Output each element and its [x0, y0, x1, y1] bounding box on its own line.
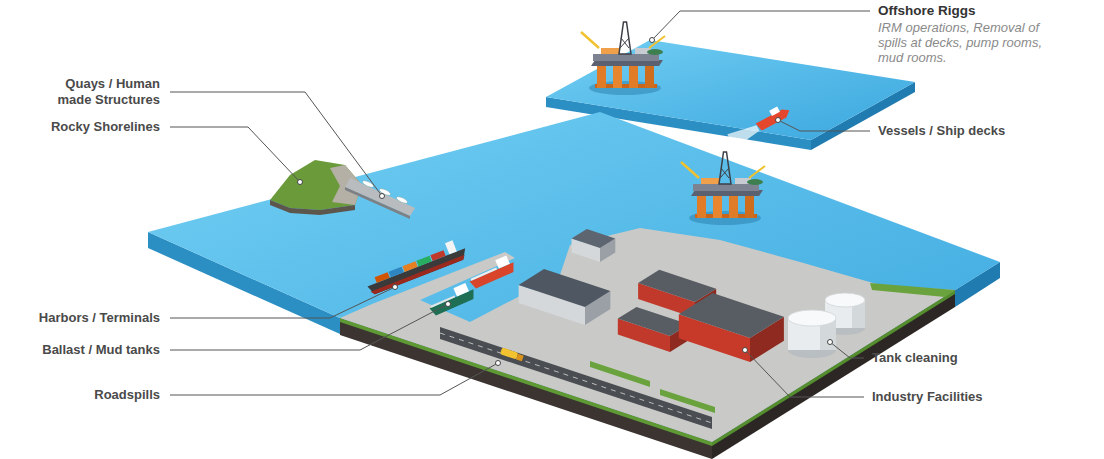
- roof: [572, 229, 616, 248]
- leader-dot: [776, 118, 781, 123]
- island-side: [270, 200, 355, 215]
- tanker-truck: [500, 347, 524, 361]
- callout-label: Ballast / Mud tanks: [42, 342, 160, 358]
- leader-line: [170, 363, 498, 395]
- ship-deck: [471, 268, 497, 281]
- leader-dot: [743, 348, 748, 353]
- callout-label: Rocky Shorelines: [51, 119, 160, 135]
- ship-wake: [727, 120, 761, 148]
- harbor-land: [340, 228, 955, 442]
- ship-deck: [431, 295, 456, 307]
- container: [416, 256, 431, 267]
- roof: [638, 270, 716, 302]
- truck-tank: [500, 347, 518, 359]
- leader-line: [745, 350, 864, 397]
- roof: [679, 293, 784, 338]
- oil-rig: [581, 22, 665, 95]
- ship-bridge: [495, 256, 510, 269]
- leader-line: [170, 287, 395, 318]
- callout-label: Harbors / Terminals: [39, 310, 160, 326]
- small-boat: [396, 195, 409, 204]
- leader-line: [170, 304, 448, 350]
- truck-cab: [516, 354, 524, 362]
- roof: [519, 269, 611, 307]
- container: [389, 267, 404, 278]
- ship-hull-band: [371, 255, 466, 296]
- warehouse-grey-small: [572, 229, 616, 262]
- leader-line: [652, 11, 870, 40]
- leader-dot: [496, 361, 501, 366]
- quay-side: [345, 187, 410, 219]
- oil-rig: [681, 152, 765, 225]
- leader-line: [778, 120, 870, 131]
- ship-hull: [470, 262, 518, 290]
- ship-bridge: [445, 240, 457, 254]
- quay: [345, 178, 415, 216]
- container: [430, 250, 445, 261]
- leader-dots: [298, 38, 833, 366]
- small-boat: [362, 179, 375, 188]
- leader-dot: [380, 194, 385, 199]
- ship-hull: [430, 289, 478, 317]
- callout-label: Quays / Human made Structures: [48, 76, 160, 107]
- callout-label: Vessels / Ship decks: [878, 123, 1005, 139]
- leader-line: [170, 92, 382, 196]
- ship-cabin: [769, 106, 780, 116]
- industry-building: [618, 307, 689, 352]
- roof: [618, 307, 689, 336]
- callout-label: Industry Facilities: [872, 389, 983, 405]
- industry-building-large: [679, 293, 784, 362]
- leader-line: [170, 127, 300, 182]
- harbor-water: [148, 112, 1000, 442]
- leader-line: [830, 342, 864, 358]
- ship-hull: [756, 107, 792, 132]
- vessel: [727, 102, 793, 148]
- container: [375, 272, 390, 283]
- callout-label: Offshore Riggs: [878, 3, 976, 19]
- leader-dot: [446, 302, 451, 307]
- tank-top: [788, 310, 836, 326]
- supply-ship: [466, 254, 517, 290]
- storage-tank: [788, 310, 836, 358]
- ship-bridge: [453, 283, 469, 296]
- tank-top: [825, 293, 865, 307]
- leader-dot: [393, 285, 398, 290]
- callout-label: Roadspills: [94, 387, 160, 403]
- warehouse-grey: [519, 269, 611, 325]
- leader-lines: [170, 11, 870, 397]
- leader-dot: [650, 38, 655, 43]
- ship-hull: [367, 248, 468, 296]
- leader-dot: [298, 180, 303, 185]
- container-ship: [363, 237, 469, 296]
- description-text: IRM operations, Removal of spills at dec…: [878, 21, 1068, 66]
- leader-dot: [828, 340, 833, 345]
- grass-patch: [870, 283, 955, 297]
- container: [402, 261, 417, 272]
- callout-label: Tank cleaning: [872, 350, 958, 366]
